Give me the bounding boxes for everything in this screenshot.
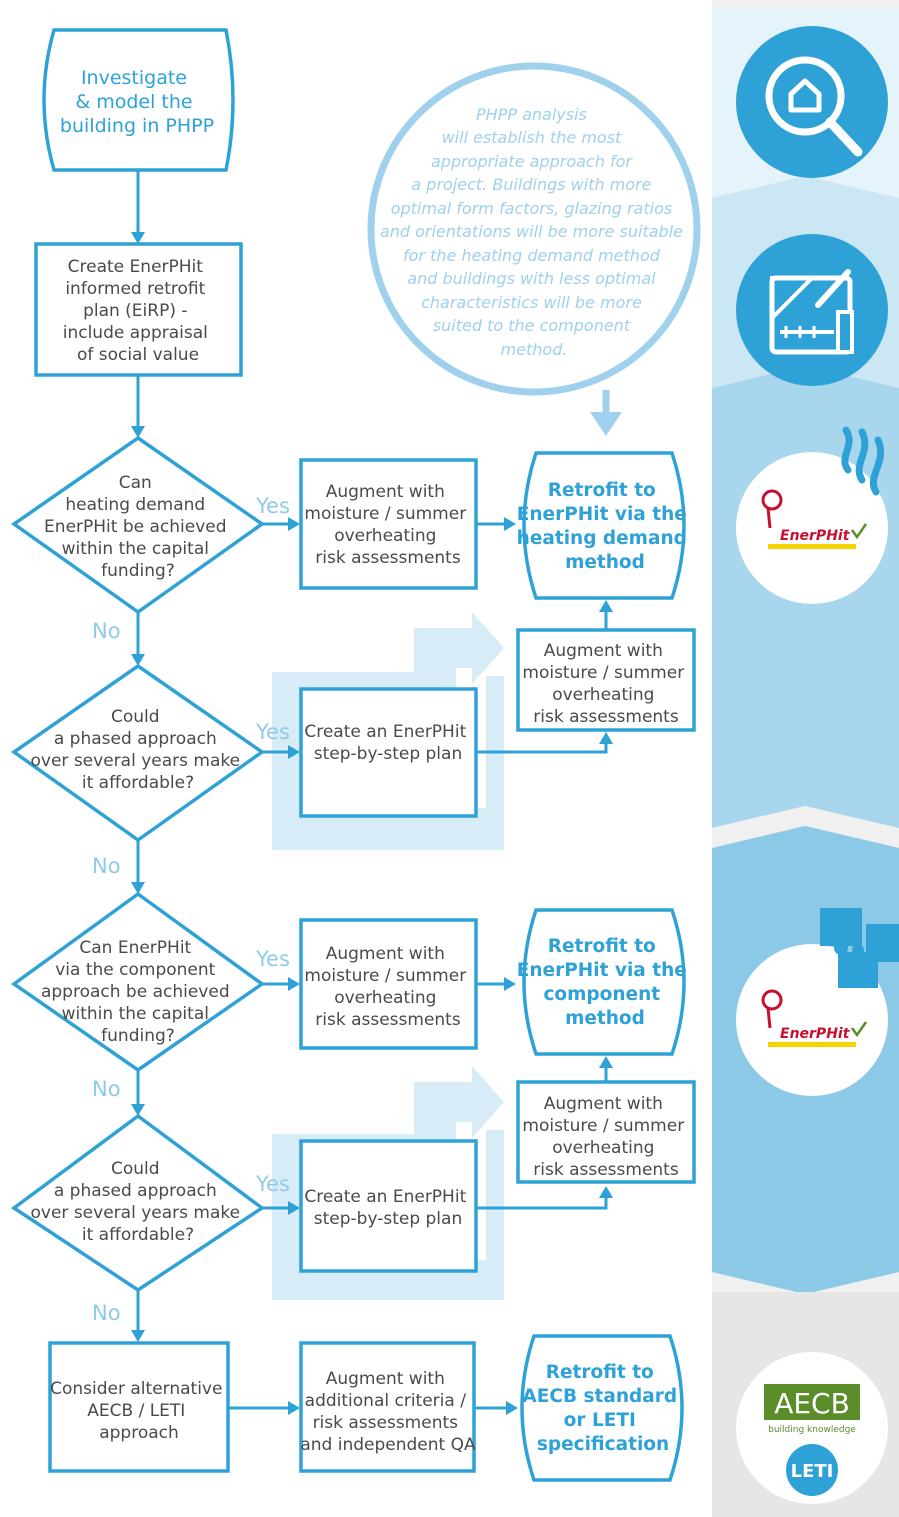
augment-box-2: Augment with moisture / summer overheati… xyxy=(516,628,696,732)
leti-logo-text: LETI xyxy=(791,1461,834,1482)
no-label: No xyxy=(92,854,121,878)
augment-label: Augment with moisture / summer overheati… xyxy=(304,482,471,568)
decision-heating-demand: Can heating demand EnerPHit be achieved … xyxy=(10,435,266,615)
no-label: No xyxy=(92,1301,121,1325)
enerphit-logo-text: EnerPHit xyxy=(780,1026,851,1042)
start-label: Investigate & model the building in PHPP xyxy=(60,67,214,137)
sidebar xyxy=(712,0,899,1517)
yes-label: Yes xyxy=(255,1172,290,1196)
augment-label: Augment with moisture / summer overheati… xyxy=(522,641,689,727)
decision-label: Can EnerPHit via the component approach … xyxy=(41,938,235,1046)
outcome-label: Retrofit to EnerPHit via the component m… xyxy=(517,936,694,1029)
decision-label: Could a phased approach over several yea… xyxy=(31,707,246,793)
phased-path-graphic xyxy=(272,612,504,1300)
outcome-label: Retrofit to AECB standard or LETI specif… xyxy=(522,1362,683,1455)
decision-label: Can heating demand EnerPHit be achieved … xyxy=(44,473,232,581)
decision-component: Can EnerPHit via the component approach … xyxy=(10,891,266,1073)
augment-criteria-label: Augment with additional criteria / risk … xyxy=(300,1369,476,1455)
eirp-label: Create EnerPHit informed retrofit plan (… xyxy=(63,257,214,365)
outcome-label: Retrofit to EnerPHit via the heating dem… xyxy=(517,480,694,573)
note-text: PHPP analysis will establish the most ap… xyxy=(380,105,688,359)
augment-label: Augment with moisture / summer overheati… xyxy=(522,1094,689,1180)
outcome-aecb-leti: Retrofit to AECB standard or LETI specif… xyxy=(520,1334,684,1482)
yes-label: Yes xyxy=(255,947,290,971)
no-label: No xyxy=(92,1077,121,1101)
search-house-icon xyxy=(736,26,888,178)
augment-label: Augment with moisture / summer overheati… xyxy=(304,944,471,1030)
aecb-tagline: building knowledge xyxy=(768,1425,856,1435)
enerphit-heating-icon: EnerPHit xyxy=(736,426,888,604)
step-plan-box-2: Create an EnerPHit step-by-step plan xyxy=(299,1139,478,1273)
yes-label: Yes xyxy=(255,494,290,518)
augment-box-4: Augment with moisture / summer overheati… xyxy=(516,1080,696,1184)
decision-label: Could a phased approach over several yea… xyxy=(31,1159,246,1245)
decision-phased-2: Could a phased approach over several yea… xyxy=(10,1113,266,1293)
connectors xyxy=(131,171,613,1415)
alternative-label: Consider alternative AECB / LETI approac… xyxy=(50,1379,228,1443)
outcome-component: Retrofit to EnerPHit via the component m… xyxy=(517,908,694,1056)
step-plan-box-1: Create an EnerPHit step-by-step plan xyxy=(299,687,478,818)
outcome-heating-demand: Retrofit to EnerPHit via the heating dem… xyxy=(517,451,694,600)
yes-label: Yes xyxy=(255,720,290,744)
decision-phased-1: Could a phased approach over several yea… xyxy=(10,663,266,843)
step-plan-label: Create an EnerPHit step-by-step plan xyxy=(304,722,471,764)
aecb-logo-text: AECB xyxy=(774,1387,850,1420)
phpp-analysis-note: PHPP analysis will establish the most ap… xyxy=(367,62,701,436)
augment-box-3: Augment with moisture / summer overheati… xyxy=(299,918,478,1050)
design-tools-icon xyxy=(736,234,888,386)
no-label: No xyxy=(92,619,121,643)
enerphit-logo-text: EnerPHit xyxy=(780,528,851,544)
eirp-box: Create EnerPHit informed retrofit plan (… xyxy=(34,242,243,377)
alternative-approach-box: Consider alternative AECB / LETI approac… xyxy=(48,1341,230,1473)
aecb-leti-icon: AECB building knowledge LETI xyxy=(736,1352,888,1504)
start-node: Investigate & model the building in PHPP xyxy=(42,28,235,172)
puzzle-piece-icon xyxy=(820,908,862,946)
augment-criteria-box: Augment with additional criteria / risk … xyxy=(299,1341,476,1473)
enerphit-component-icon: EnerPHit xyxy=(736,908,899,1096)
augment-box-1: Augment with moisture / summer overheati… xyxy=(299,458,478,590)
puzzle-piece-icon xyxy=(838,952,878,988)
step-plan-label: Create an EnerPHit step-by-step plan xyxy=(304,1187,471,1229)
